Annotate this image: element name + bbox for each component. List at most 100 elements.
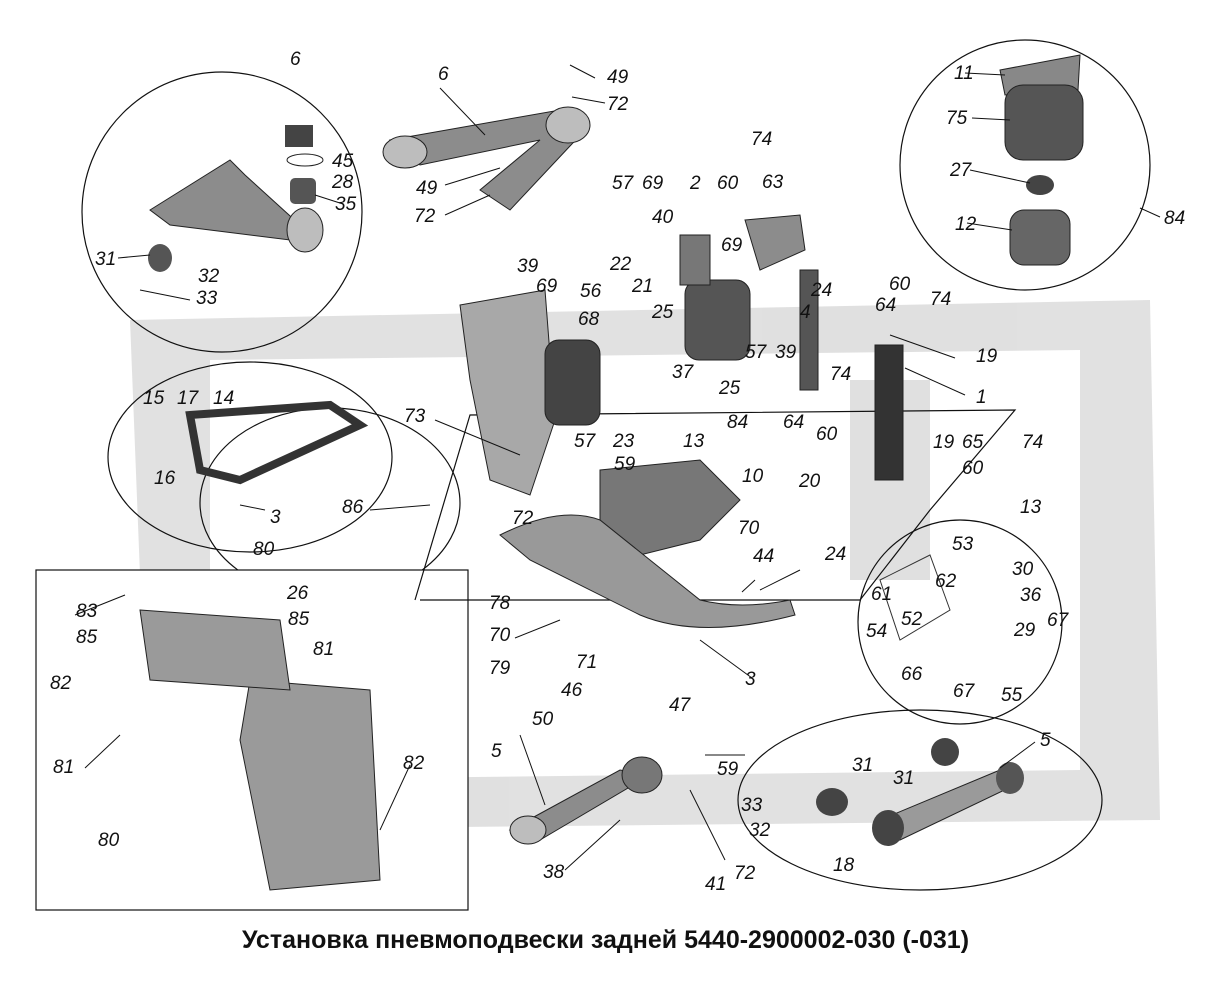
v-rod-detail [149, 159, 301, 241]
part-number-label: 39 [517, 256, 539, 277]
part-number-label: 60 [717, 173, 739, 194]
part-number-label: 72 [607, 94, 629, 115]
part-number-label: 40 [652, 207, 674, 228]
part-number-label: 6 [290, 49, 301, 70]
part-number-label: 1 [976, 387, 987, 408]
part-number-label: 4 [800, 302, 811, 323]
part-number-label: 33 [196, 288, 218, 309]
part-number-label: 84 [1164, 208, 1185, 229]
part-number-label: 31 [893, 768, 914, 789]
parts [139, 54, 1084, 891]
part-number-label: 57 [745, 342, 768, 363]
part-number-label: 32 [198, 266, 220, 287]
frame-outline [414, 409, 1017, 601]
part-number-label: 52 [901, 609, 923, 630]
part-number-label: 26 [286, 583, 309, 604]
part-number-label: 69 [536, 276, 558, 297]
part-number-label: 67 [953, 681, 976, 702]
part-number-label: 15 [143, 388, 165, 409]
part-number-label: 36 [1020, 585, 1042, 606]
part-number-label: 17 [177, 388, 200, 409]
part-number-label: 73 [404, 406, 426, 427]
part-number-label: 10 [742, 466, 764, 487]
part-number-label: 28 [331, 172, 354, 193]
part-number-label: 82 [50, 673, 72, 694]
part-number-label: 80 [253, 539, 275, 560]
bracket-part [459, 289, 556, 496]
part-number-label: 81 [53, 757, 74, 778]
part-number-label: 63 [762, 172, 784, 193]
shock-absorber [874, 344, 904, 481]
air-spring-left [544, 339, 601, 426]
part-number-label: 61 [871, 584, 892, 605]
part-number-label: 69 [642, 173, 664, 194]
part-number-label: 69 [721, 235, 743, 256]
part-number-label: 86 [342, 497, 364, 518]
part-number-label: 54 [866, 621, 887, 642]
diagram-caption: Установка пневмоподвески задней 5440-290… [241, 926, 970, 954]
detail-circle-84 [899, 39, 1151, 291]
cover-75 [1004, 84, 1084, 161]
part-number-label: 20 [798, 471, 821, 492]
part-number-label: 29 [1013, 620, 1036, 641]
part-number-label: 70 [738, 518, 760, 539]
link-4 [799, 269, 819, 391]
part-number-label: 24 [824, 544, 846, 565]
part-number-label: 3 [745, 669, 756, 690]
part-number-label: 75 [946, 108, 968, 129]
part-number-label: 70 [489, 625, 511, 646]
part-number-label: 32 [749, 820, 771, 841]
part-number-label: 82 [403, 753, 425, 774]
part-number-label: 35 [335, 194, 357, 215]
part-number-label: 62 [935, 571, 957, 592]
part-number-label: 38 [543, 862, 565, 883]
part-number-label: 21 [631, 276, 653, 297]
part-number-label: 67 [1047, 610, 1070, 631]
part-number-label: 84 [727, 412, 748, 433]
part-number-label: 2 [689, 173, 701, 194]
stabilizer-bar [499, 514, 796, 628]
bracket-detail [239, 679, 381, 891]
part-number-label: 50 [532, 709, 554, 730]
part-number-label: 85 [76, 627, 98, 648]
part-number-label: 23 [612, 431, 635, 452]
part-number-label: 56 [580, 281, 602, 302]
part-number-label: 33 [741, 795, 763, 816]
part-number-label: 44 [753, 546, 774, 567]
part-number-label: 11 [954, 63, 974, 84]
part-number-label: 65 [962, 432, 984, 453]
part-number-label: 66 [901, 664, 923, 685]
part-number-label: 72 [414, 206, 436, 227]
valve-detail [879, 554, 951, 641]
part-number-label: 19 [976, 346, 998, 367]
part-number-label: 49 [416, 178, 438, 199]
part-number-label: 37 [672, 362, 695, 383]
part-number-label: 59 [717, 759, 739, 780]
part-number-label: 25 [718, 378, 741, 399]
part-number-label: 3 [270, 507, 281, 528]
part-number-label: 13 [1020, 497, 1042, 518]
part-number-label: 14 [213, 388, 234, 409]
buffer-12 [1009, 209, 1071, 266]
part-number-label: 72 [512, 508, 534, 529]
part-number-label: 81 [313, 639, 334, 660]
part-number-label: 31 [95, 249, 116, 270]
part-number-label: 55 [1001, 685, 1023, 706]
part-number-label: 74 [830, 364, 851, 385]
part-number-label: 25 [651, 302, 674, 323]
part-number-label: 80 [98, 830, 120, 851]
part-number-label: 85 [288, 609, 310, 630]
part-number-label: 13 [683, 431, 705, 452]
part-number-label: 5 [491, 741, 502, 762]
part-number-label: 19 [933, 432, 955, 453]
part-number-label: 59 [614, 454, 636, 475]
part-number-label: 39 [775, 342, 797, 363]
part-number-label: 49 [607, 67, 629, 88]
part-number-label: 5 [1040, 730, 1051, 751]
part-number-label: 64 [875, 295, 896, 316]
part-number-label: 60 [816, 424, 838, 445]
part-number-label: 64 [783, 412, 804, 433]
